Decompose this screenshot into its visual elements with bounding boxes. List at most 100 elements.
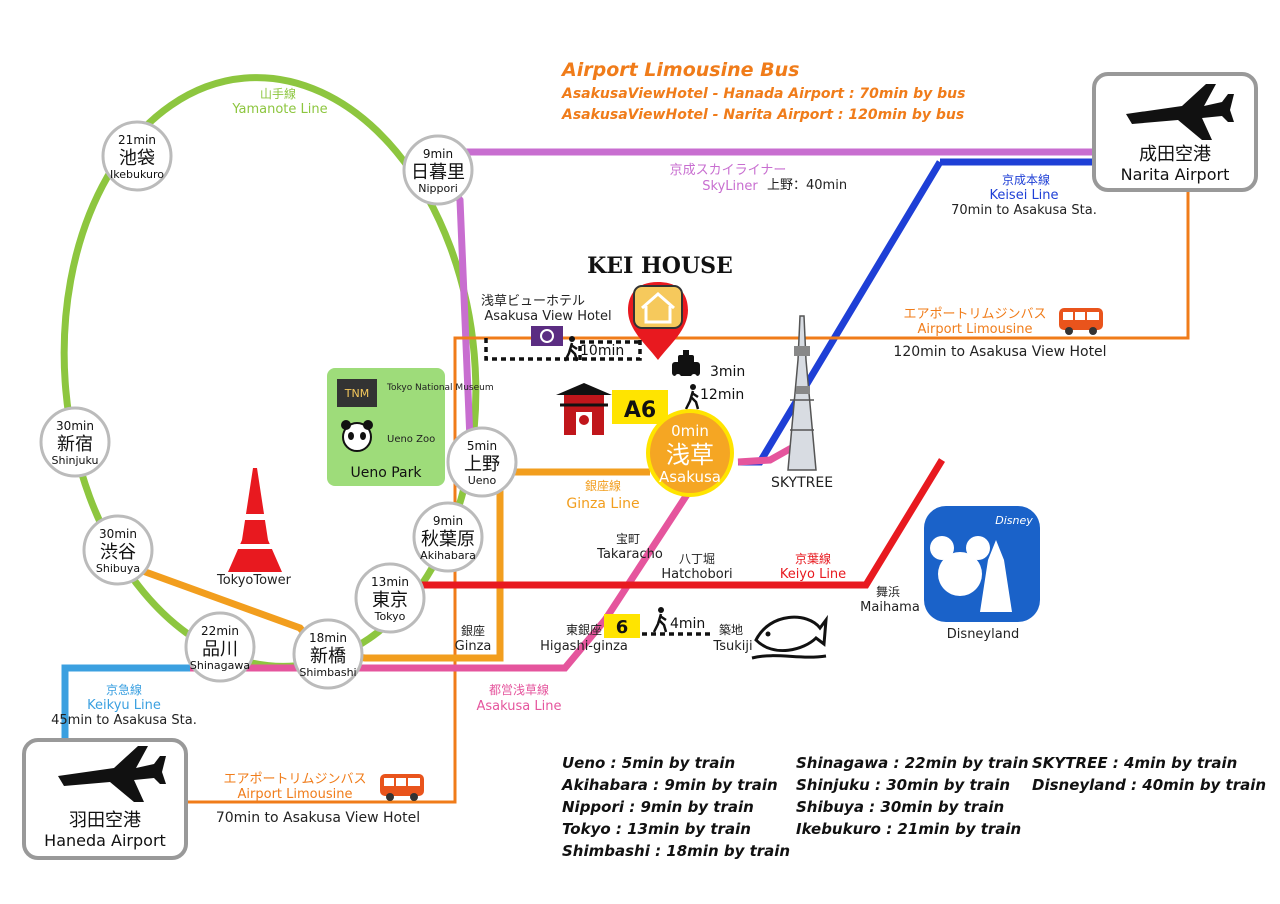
exit-6-badge <box>604 614 640 638</box>
tsukiji-walk: 4min <box>670 616 705 632</box>
limo-narita-time: 120min to Asakusa View Hotel <box>893 344 1106 360</box>
station-jp: 新宿 <box>57 434 93 455</box>
bus-hanada: AsakusaViewHotel - Hanada Airport : 70mi… <box>561 86 965 102</box>
skytree-icon[interactable] <box>787 315 817 471</box>
panda-icon <box>341 420 373 452</box>
skytree-label: SKYTREE <box>771 475 833 491</box>
hatchobori-en: Hatchobori <box>661 567 732 582</box>
station-en: Shibuya <box>96 562 140 575</box>
ginza-en: Ginza <box>455 639 492 654</box>
keiyo-jp: 京葉線 <box>795 551 831 566</box>
yamanote-jp: 山手線 <box>260 86 296 101</box>
tokyotower-icon[interactable] <box>228 468 282 572</box>
station-time: 18min <box>309 631 347 645</box>
keiyo-en: Keiyo Line <box>780 567 846 582</box>
hatchobori-jp: 八丁堀 <box>679 551 715 566</box>
summary-item: Tokyo : 13min by train <box>562 820 751 838</box>
station-en: Shinjuku <box>51 454 98 467</box>
limo-haneda-jp: エアポートリムジンバス <box>223 772 366 787</box>
asakusa-line <box>190 442 797 672</box>
takaracho-jp: 宝町 <box>616 532 640 546</box>
summary-item: Shibuya : 30min by train <box>796 798 1004 816</box>
narita-en: Narita Airport <box>1121 165 1230 184</box>
station-en: Ueno <box>468 474 497 487</box>
exit-6-label: 6 <box>616 617 629 638</box>
limo-haneda-time: 70min to Asakusa View Hotel <box>216 810 420 826</box>
skyliner-time: 上野：40min <box>767 178 847 193</box>
station-time: 9min <box>423 147 453 161</box>
exit-a6-label: A6 <box>624 398 656 423</box>
station-asakusa[interactable] <box>646 409 734 497</box>
station-en: Tokyo <box>374 610 406 623</box>
tsukiji-jp: 築地 <box>719 622 743 637</box>
zoo-label: Ueno Zoo <box>387 434 435 445</box>
summary-item: SKYTREE : 4min by train <box>1032 754 1237 772</box>
hotel-logo <box>531 326 563 346</box>
walk-icon <box>652 605 668 634</box>
maihama-jp: 舞浜 <box>876 585 900 599</box>
hotel-walk: 10min <box>580 343 624 359</box>
station-circle <box>402 134 474 206</box>
station-circle <box>82 514 154 586</box>
narita-airport-box[interactable] <box>1092 72 1258 192</box>
temple-gate-icon <box>556 383 612 435</box>
ginza-line-en: Ginza Line <box>566 496 639 512</box>
station-time: 30min <box>56 419 94 433</box>
walk-icon <box>684 382 700 411</box>
station-jp: 新橋 <box>310 646 346 667</box>
summary-item: Shimbashi : 18min by train <box>562 842 790 860</box>
higashiginza-en: Higashi-ginza <box>540 639 628 654</box>
station-time: 30min <box>99 527 137 541</box>
park-name: Ueno Park <box>350 465 422 481</box>
bus-icon <box>1059 308 1103 335</box>
station-time: 22min <box>201 624 239 638</box>
fish-icon <box>751 614 828 660</box>
summary-item: Nippori : 9min by train <box>562 798 754 816</box>
station-jp: 東京 <box>372 590 408 611</box>
limo-narita-en: Airport Limousine <box>918 322 1033 337</box>
station-circle <box>412 501 484 573</box>
station-circle <box>446 426 518 498</box>
summary-item: Shinagawa : 22min by train <box>796 754 1029 772</box>
summary-item: Shinjuku : 30min by train <box>796 776 1010 794</box>
tnm-logo-text: TNM <box>344 387 369 400</box>
station-en: Ikebukuro <box>110 168 164 181</box>
station-jp: 日暮里 <box>411 162 465 183</box>
disney-label: Disneyland <box>947 627 1019 642</box>
ginza-line-jp: 銀座線 <box>585 478 621 493</box>
takaracho-en: Takaracho <box>596 547 663 562</box>
asakusa-time: 0min <box>671 422 709 440</box>
summary-item: Ikebukuro : 21min by train <box>796 820 1021 838</box>
keisei-en: Keisei Line <box>989 188 1058 203</box>
station-time: 21min <box>118 133 156 147</box>
taxi-time: 3min <box>710 364 745 380</box>
summary-item: Akihabara : 9min by train <box>561 776 778 794</box>
taxi-icon <box>672 350 700 380</box>
walk-icon <box>563 334 579 363</box>
ginza-jp: 銀座 <box>461 623 485 638</box>
station-jp: 渋谷 <box>100 542 136 563</box>
house-icon[interactable] <box>628 282 688 360</box>
station-circle <box>39 406 111 478</box>
station-en: Nippori <box>418 182 458 195</box>
hotel-jp: 浅草ビューホテル <box>481 294 585 309</box>
asakusa-jp: 浅草 <box>666 441 714 469</box>
higashiginza-jp: 東銀座 <box>566 622 602 637</box>
walk-time: 12min <box>700 387 744 403</box>
skyliner-jp: 京成スカイライナー <box>670 163 787 178</box>
station-circle <box>184 611 256 683</box>
keisei-jp: 京成本線 <box>1002 172 1050 187</box>
limo-narita-jp: エアポートリムジンバス <box>903 307 1046 322</box>
station-layer: 21min池袋Ikebukuro9min日暮里Nippori30min新宿Shi… <box>39 120 518 690</box>
